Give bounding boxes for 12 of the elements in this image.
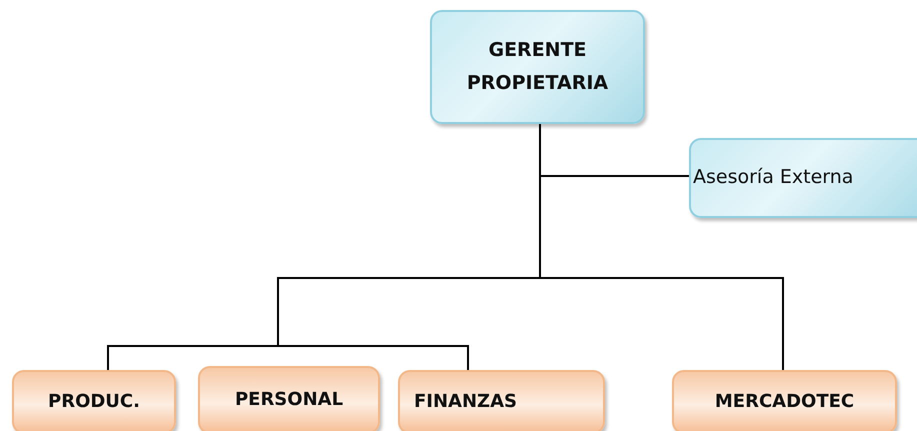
box-label: FINANZAS — [414, 390, 517, 414]
org-box — [672, 370, 897, 431]
org-box — [689, 138, 917, 218]
box-label: PERSONAL — [234, 388, 344, 412]
box-label: PRODUC. — [48, 390, 140, 414]
box-label: MERCADOTEC — [714, 390, 854, 414]
box-label: GERENTE PROPIETARIA — [466, 38, 610, 96]
box-label: Asesoría Externa — [693, 165, 854, 190]
org-box — [398, 370, 605, 431]
org-box — [198, 366, 380, 431]
org-box — [12, 370, 176, 431]
org-box — [430, 10, 645, 124]
